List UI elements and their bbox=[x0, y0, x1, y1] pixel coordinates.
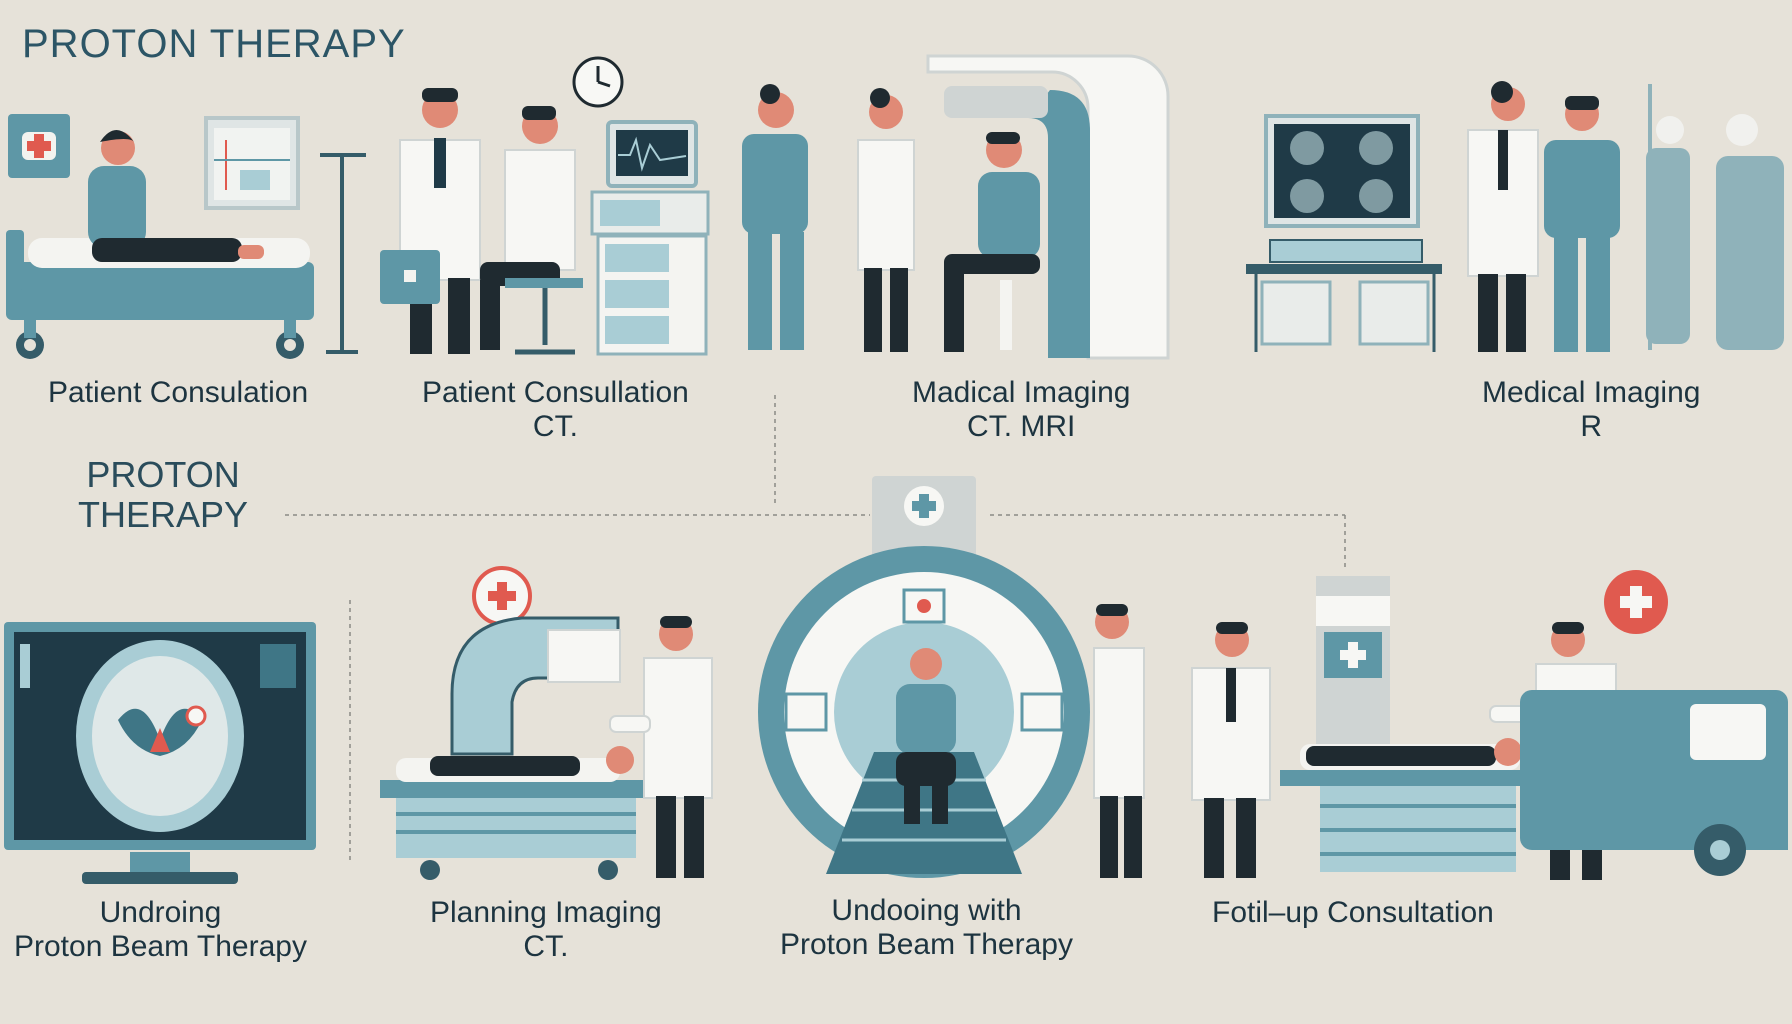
label-undergoing-with-therapy: Undooing with Proton Beam Therapy bbox=[780, 894, 1073, 962]
scene-scan-review bbox=[1246, 81, 1784, 352]
patient-figure bbox=[944, 132, 1040, 352]
doctor-figure bbox=[1093, 604, 1145, 878]
side-title-line1: PROTON bbox=[86, 454, 240, 495]
label-medical-imaging-2: Medical Imaging R bbox=[1482, 376, 1700, 444]
doctor-figure bbox=[857, 88, 915, 352]
label-main: Medical Imaging bbox=[1482, 376, 1701, 409]
label-main: Fotil–up Consultation bbox=[1212, 896, 1494, 929]
wall-chart bbox=[204, 116, 300, 210]
nurse-figure bbox=[1646, 84, 1784, 350]
scene-patient-bed bbox=[6, 114, 366, 359]
label-main: Planning Imaging bbox=[430, 896, 662, 929]
workstation-desk bbox=[1246, 239, 1442, 352]
doctor-figure bbox=[1191, 622, 1271, 878]
scene-follow-up bbox=[1191, 570, 1788, 880]
scan-monitor bbox=[1264, 114, 1420, 228]
doctor-figure bbox=[609, 616, 713, 878]
label-sub: Proton Beam Therapy bbox=[780, 928, 1073, 961]
label-main: Patient Consulation bbox=[48, 376, 309, 409]
label-patient-consultation-2: Patient Consullation CT. bbox=[422, 376, 689, 444]
medical-cross-icon bbox=[904, 486, 944, 526]
scene-planning-imaging bbox=[380, 566, 713, 880]
side-title: PROTON THERAPY bbox=[78, 455, 248, 535]
colleague-figure bbox=[480, 106, 583, 355]
scene-proton-gantry bbox=[758, 476, 1145, 878]
ambulance-vehicle bbox=[1520, 690, 1788, 876]
page-title: PROTON THERAPY bbox=[22, 22, 406, 66]
medical-cross-icon bbox=[1604, 570, 1668, 634]
label-follow-up-consultation: Fotil–up Consultation bbox=[1212, 896, 1494, 930]
patient-figure bbox=[896, 648, 956, 824]
scene-brain-scan bbox=[4, 622, 316, 884]
medical-cross-icon bbox=[8, 114, 70, 178]
monitor-cart bbox=[590, 120, 710, 356]
medical-cross-icon bbox=[472, 566, 532, 626]
label-planning-imaging: Planning Imaging CT. bbox=[430, 896, 662, 964]
label-sub: CT. MRI bbox=[967, 410, 1076, 443]
patient-figure bbox=[88, 130, 264, 262]
scene-imaging-gantry bbox=[857, 54, 1170, 360]
label-patient-consultation-1: Patient Consulation bbox=[48, 376, 308, 410]
label-main: Madical Imaging bbox=[912, 376, 1131, 409]
label-main: Undooing with bbox=[831, 894, 1022, 927]
label-sub: Proton Beam Therapy bbox=[14, 930, 307, 963]
label-sub: R bbox=[1580, 410, 1603, 443]
label-sub: CT. bbox=[532, 410, 578, 443]
iv-stand bbox=[320, 153, 366, 354]
side-title-line2: THERAPY bbox=[78, 494, 249, 535]
label-sub: CT. bbox=[523, 930, 569, 963]
label-undergoing-therapy: Undroing Proton Beam Therapy bbox=[14, 896, 307, 964]
label-main: Patient Consullation bbox=[422, 376, 689, 409]
clock-icon bbox=[572, 56, 624, 108]
label-medical-imaging-1: Madical Imaging CT. MRI bbox=[912, 376, 1130, 444]
staff-figure bbox=[1544, 96, 1620, 352]
label-main: Undroing bbox=[99, 896, 222, 929]
nurse-figure bbox=[742, 84, 808, 350]
doctor-figure bbox=[380, 88, 481, 354]
scene-doctor-consult bbox=[380, 56, 808, 356]
doctor-figure bbox=[1467, 81, 1539, 352]
connector-lines bbox=[285, 395, 1346, 860]
